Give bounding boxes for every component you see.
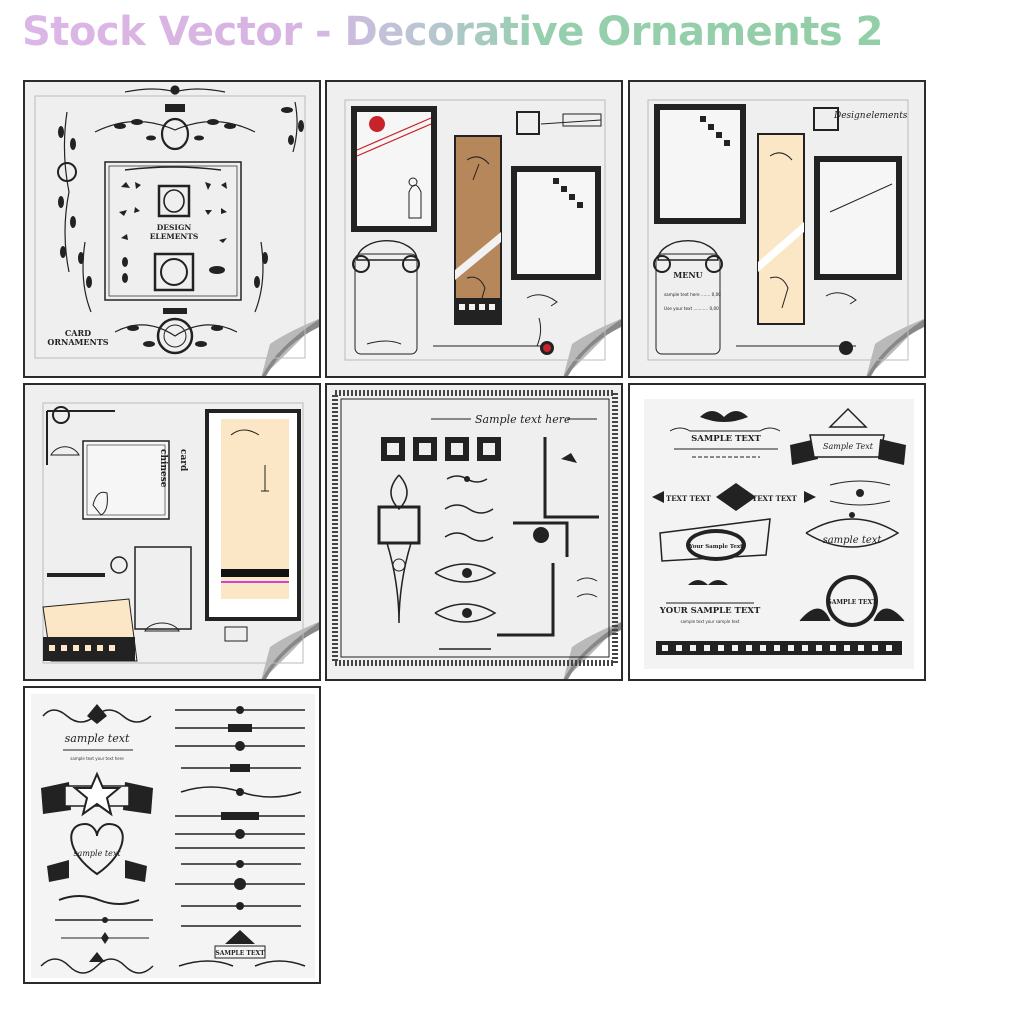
menu-item-1: sample text here ....... 0,00 bbox=[664, 292, 721, 297]
oriental-menu-artwork: Design elements MENU sample text here ..… bbox=[630, 82, 924, 376]
menu-item-2: Use your text ........... 0,00 bbox=[664, 306, 719, 311]
text-text-right: TEXT TEXT bbox=[752, 494, 798, 503]
thumbnail-oriental-menu-design[interactable]: Design elements MENU sample text here ..… bbox=[628, 80, 926, 378]
menu-heading: MENU bbox=[673, 270, 702, 280]
card-label-line2: ORNAMENTS bbox=[47, 337, 108, 347]
thumbnail-chinese-card[interactable]: chinese card bbox=[23, 383, 321, 681]
design-script-line2: elements bbox=[866, 111, 908, 121]
heart-script-text: sample text bbox=[73, 849, 121, 858]
design-label-line2: ELEMENTS bbox=[150, 232, 199, 241]
banner-sample-text: Sample text here bbox=[475, 413, 571, 426]
labels-ribbons-artwork: SAMPLE TEXT Sample Text TEXT TEXT TEXT T… bbox=[630, 385, 924, 679]
dividers-flourishes-artwork: sample text sample text your text here s… bbox=[25, 688, 319, 982]
design-label-line1: DESIGN bbox=[157, 223, 192, 232]
small-caption-text: sample text your sample text bbox=[681, 619, 740, 624]
design-script-line1: Design bbox=[833, 111, 866, 121]
script-right-text: sample text bbox=[823, 535, 883, 546]
thumbnail-labels-ribbons[interactable]: SAMPLE TEXT Sample Text TEXT TEXT TEXT T… bbox=[628, 383, 926, 681]
thumbnail-oriental-cards-sepia[interactable] bbox=[325, 80, 623, 378]
vertical-text-chinese: chinese bbox=[158, 449, 168, 488]
sample-script-text: sample text bbox=[65, 732, 130, 745]
seal-badge-text: SAMPLE TEXT bbox=[827, 599, 877, 606]
thumbnail-dividers-flourishes[interactable]: sample text sample text your text here s… bbox=[23, 686, 321, 984]
chinese-card-artwork: chinese card bbox=[25, 385, 319, 679]
thumbnail-card-ornaments[interactable]: DESIGN ELEMENTS CARD ORNAMENTS bbox=[23, 80, 321, 378]
oval-badge-text: Your Sample Text bbox=[688, 544, 743, 550]
thumbnail-frame-corners-ornaments[interactable]: Sample text here bbox=[325, 383, 623, 681]
card-ornaments-artwork: DESIGN ELEMENTS CARD ORNAMENTS bbox=[25, 82, 319, 376]
footer-badge-text: SAMPLE TEXT bbox=[215, 950, 265, 957]
page-title: Stock Vector - Decorative Ornaments 2 bbox=[22, 6, 883, 58]
small-caption-text: sample text your text here bbox=[70, 756, 124, 761]
ribbon-script-text: Sample Text bbox=[823, 442, 874, 451]
frame-corners-artwork: Sample text here bbox=[327, 385, 621, 679]
your-sample-text: YOUR SAMPLE TEXT bbox=[659, 606, 761, 616]
oriental-cards-artwork bbox=[327, 82, 621, 376]
vertical-text-card: card bbox=[178, 449, 188, 472]
text-text-left: TEXT TEXT bbox=[666, 494, 712, 503]
card-label-line1: CARD bbox=[65, 328, 91, 338]
sample-text-top: SAMPLE TEXT bbox=[691, 434, 761, 444]
